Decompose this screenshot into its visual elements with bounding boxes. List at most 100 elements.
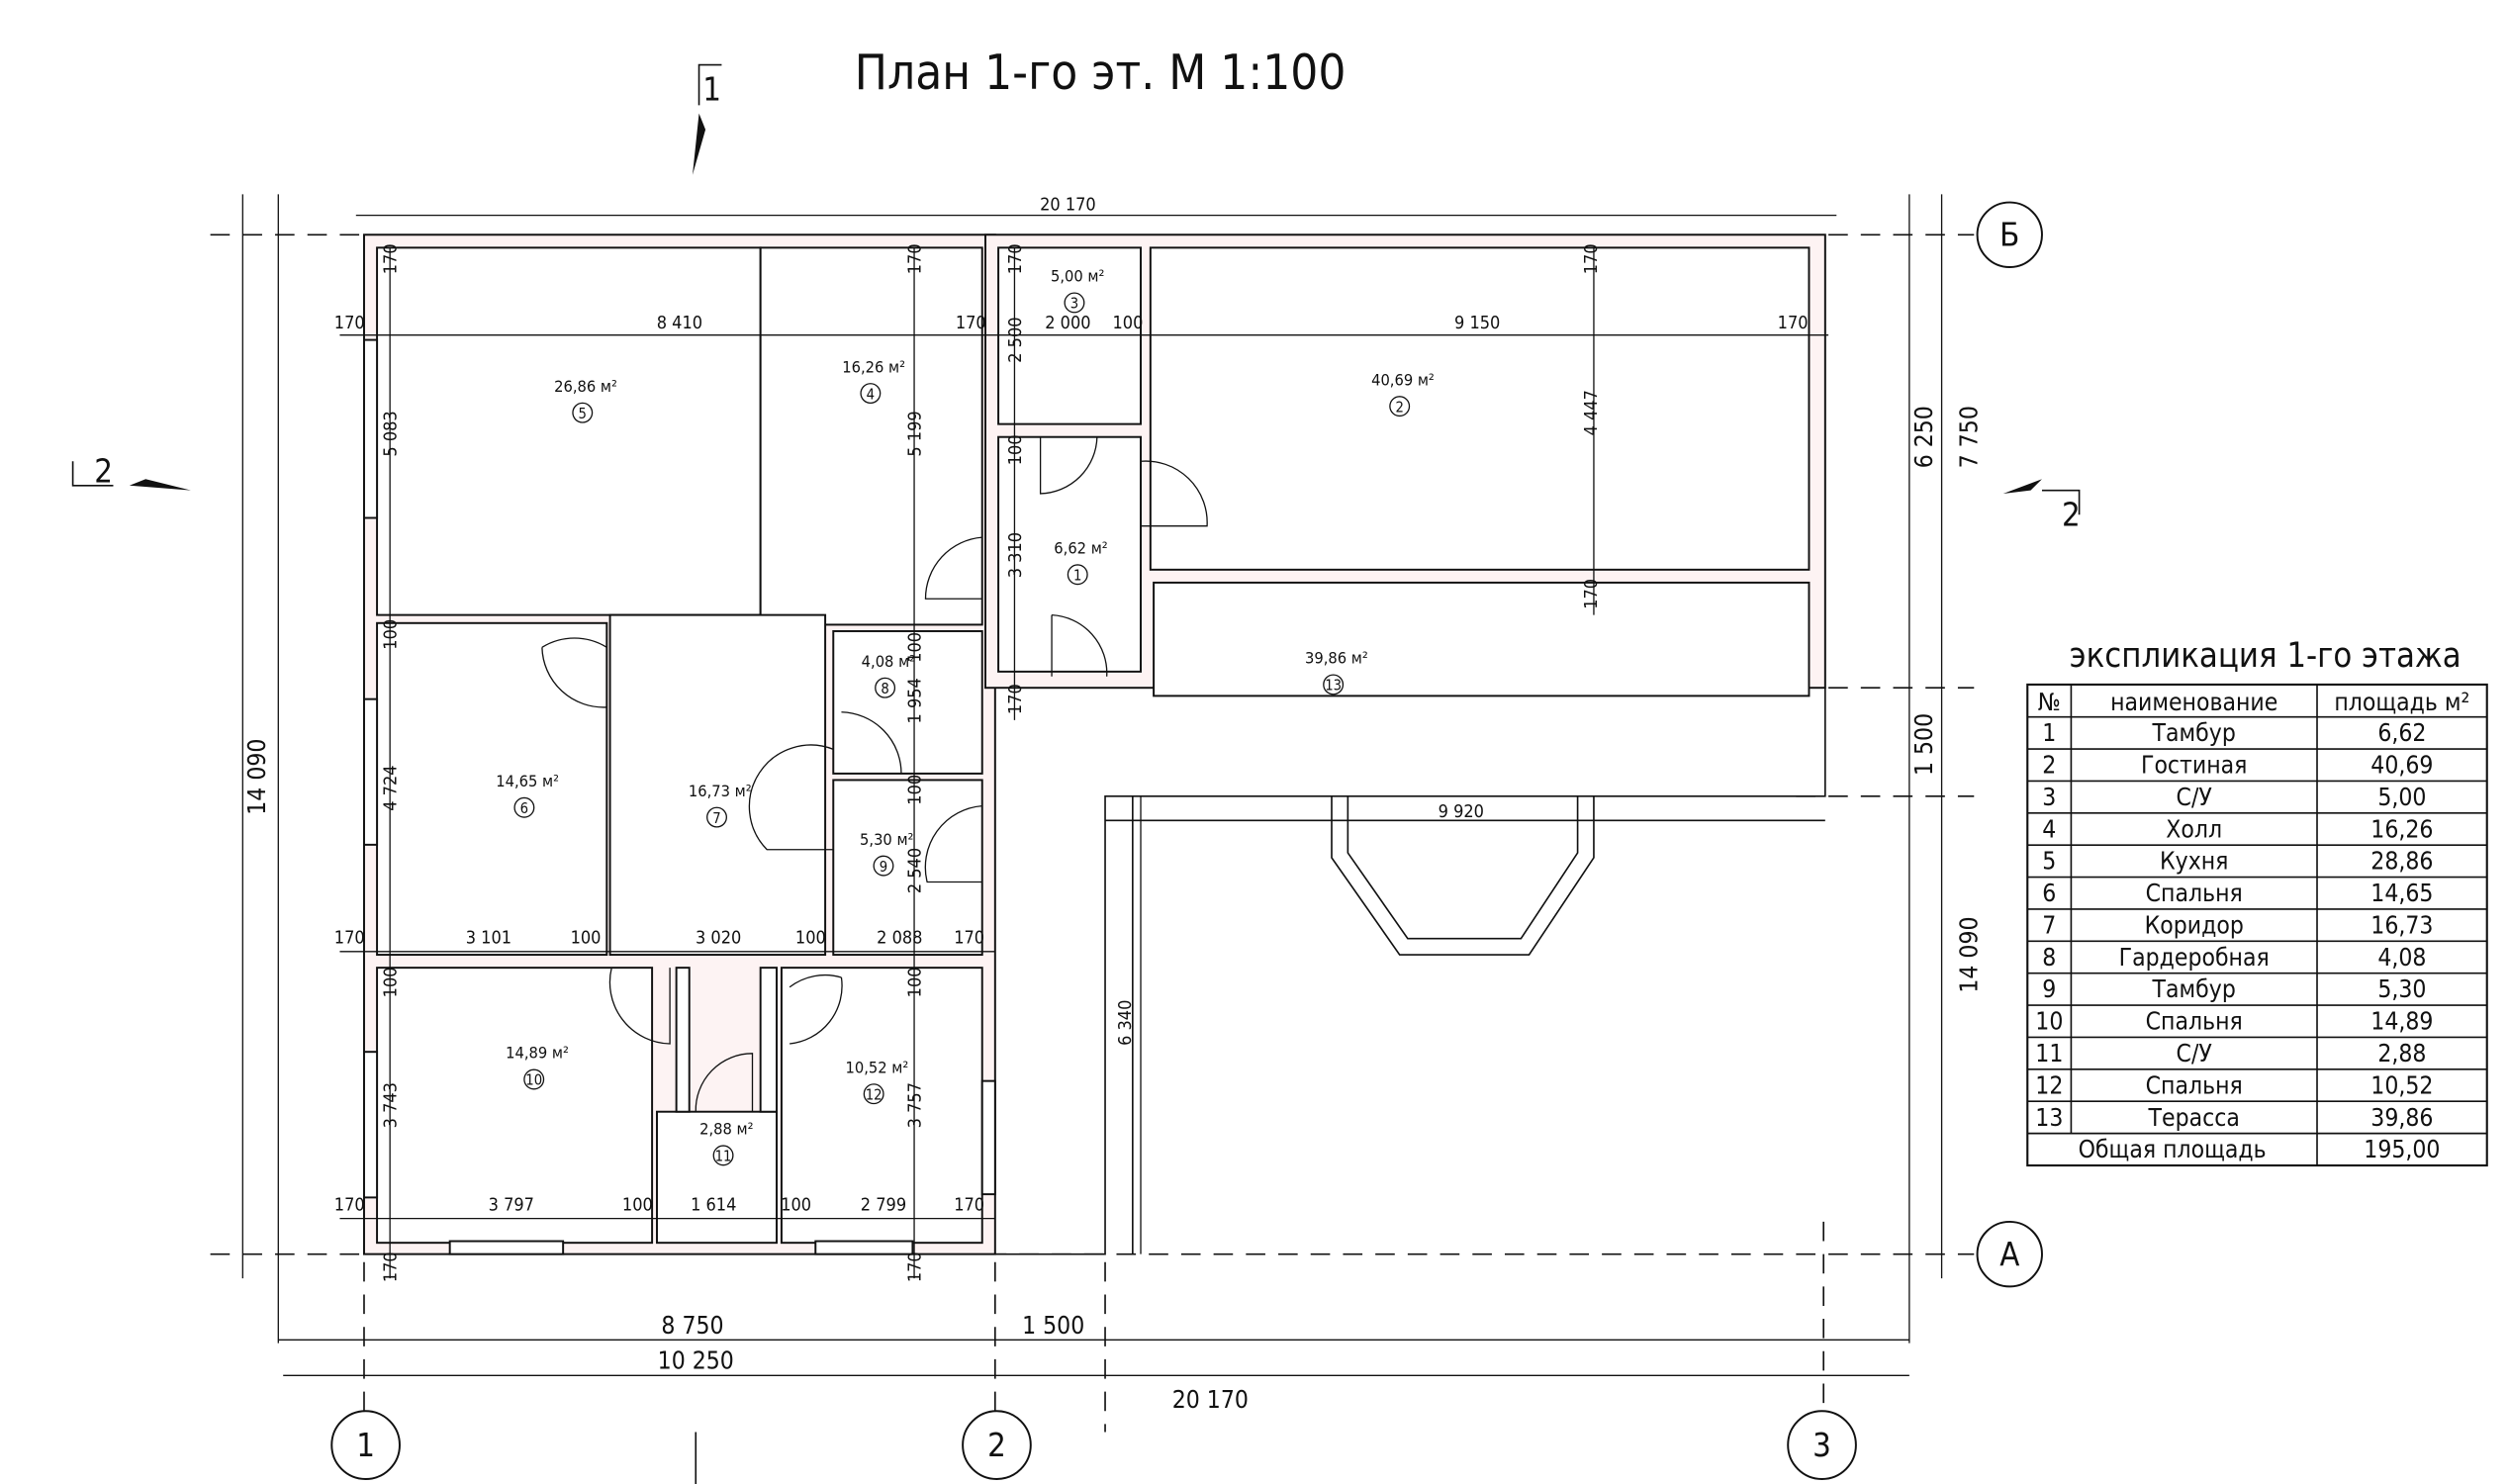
room-number: 10 — [525, 1072, 542, 1089]
room-label-8: 4,08 м²8 — [862, 652, 915, 698]
room-label-2: 40,69 м²2 — [1371, 370, 1435, 417]
room-5 — [376, 246, 762, 616]
dimension-label: 4 447 — [1581, 390, 1602, 435]
room-number: 1 — [1073, 567, 1081, 584]
dimension-label: 2 500 — [1005, 317, 1026, 362]
dimension-label: 3 020 — [696, 928, 741, 949]
table-cell: 7 — [2042, 910, 2056, 939]
room-area: 16,73 м² — [689, 782, 752, 800]
door-icon — [608, 967, 671, 1045]
room-2 — [1149, 246, 1811, 571]
table-cell: Спальня — [2146, 879, 2243, 907]
room-number: 7 — [712, 810, 720, 827]
room-label-4: 16,26 м² 4 — [842, 357, 905, 405]
windows — [363, 338, 996, 1255]
dimension-label: 100 — [571, 928, 602, 949]
dimension-label: 100 — [781, 1194, 811, 1215]
dimension-label: 10 250 — [658, 1346, 734, 1375]
door-icon — [924, 536, 982, 600]
door-icon — [1140, 460, 1208, 527]
dimension-label: 100 — [795, 928, 826, 949]
svg-text:2: 2 — [987, 1427, 1006, 1464]
dimension-label: 170 — [381, 1252, 402, 1282]
room-number-circle — [863, 1083, 884, 1105]
table-cell: 11 — [2035, 1039, 2063, 1067]
table-cell: Гардеробная — [2119, 943, 2270, 972]
table-cell: 12 — [2035, 1070, 2063, 1099]
table-cell: 16,73 — [2370, 910, 2433, 939]
room-label-1: 6,62 м²1 — [1054, 538, 1108, 586]
dimension-label: 2 088 — [877, 928, 922, 949]
room-area: 39,86 м² — [1305, 649, 1368, 668]
dimension-label: 100 — [381, 619, 402, 650]
rooms — [376, 246, 1811, 1245]
room-label-9: 5,30 м²9 — [860, 830, 913, 877]
room-area: 5,30 м² — [860, 830, 913, 849]
dimension-label: 170 — [334, 928, 365, 949]
table-header-cell: наименование — [2110, 688, 2277, 716]
room-number: 8 — [881, 681, 888, 697]
table-cell: 10 — [2035, 1007, 2063, 1036]
svg-text:3: 3 — [1812, 1427, 1831, 1464]
door-icon — [695, 1053, 754, 1112]
dimension-label: 170 — [954, 1194, 984, 1215]
table-cell: 9 — [2042, 974, 2056, 1003]
room-number-circle — [1067, 564, 1088, 586]
table-cell: С/У — [2177, 783, 2213, 811]
doors — [541, 436, 1208, 1112]
door-icon — [541, 637, 607, 708]
room-number-circle — [572, 402, 594, 423]
dimension-label: 3 101 — [466, 928, 511, 949]
dimension-label: 170 — [954, 928, 984, 949]
dimension-label: 5 199 — [905, 411, 926, 456]
door-icon — [1052, 613, 1108, 677]
room-area: 10,52 м² — [846, 1058, 909, 1076]
dimension-label: 6 340 — [1115, 1000, 1136, 1046]
room-number-circle — [1064, 292, 1085, 314]
room-number-circle — [706, 806, 727, 828]
room-area: 5,00 м² — [1051, 267, 1104, 286]
room-9 — [832, 779, 983, 957]
total-label: Общая площадь — [2079, 1135, 2267, 1163]
dimension-label: 170 — [905, 243, 926, 274]
dimension-label: 8 410 — [657, 313, 702, 333]
dimension-label: 100 — [905, 632, 926, 663]
room-area: 16,26 м² — [842, 357, 905, 376]
dimension-label: 14 090 — [1955, 916, 1984, 992]
section-mark-bottom: 1 — [695, 1432, 697, 1484]
dimension-label: 100 — [381, 967, 402, 997]
dimension-label: 8 750 — [661, 1311, 723, 1340]
dimension-label: 6 250 — [1909, 406, 1938, 468]
room-number: 4 — [867, 386, 875, 403]
dimension-label: 100 — [1112, 313, 1143, 333]
dimension-label: 2 000 — [1045, 313, 1090, 333]
svg-text:1: 1 — [356, 1427, 375, 1464]
table-cell: 2,88 — [2377, 1039, 2426, 1067]
axis-bubble-1: 1 — [330, 1410, 401, 1480]
door-icon — [841, 711, 902, 774]
dimension-lines — [241, 194, 1943, 1376]
dimension-label: 170 — [1581, 243, 1602, 274]
room-4 — [759, 246, 983, 626]
axis-bubble-b: Б — [1976, 201, 2043, 268]
section-mark-top: 1 — [692, 63, 722, 175]
dimension-label: 3 743 — [381, 1082, 402, 1128]
table-cell: 13 — [2035, 1103, 2063, 1132]
table-cell: 6,62 — [2377, 718, 2426, 747]
room-number-circle — [875, 677, 896, 698]
svg-text:2: 2 — [94, 453, 113, 491]
svg-text:2: 2 — [2062, 497, 2081, 534]
table-cell: 4,08 — [2377, 943, 2426, 972]
explication-title: экспликация 1-го этажа — [2070, 636, 2462, 676]
dimension-label: 100 — [905, 967, 926, 997]
